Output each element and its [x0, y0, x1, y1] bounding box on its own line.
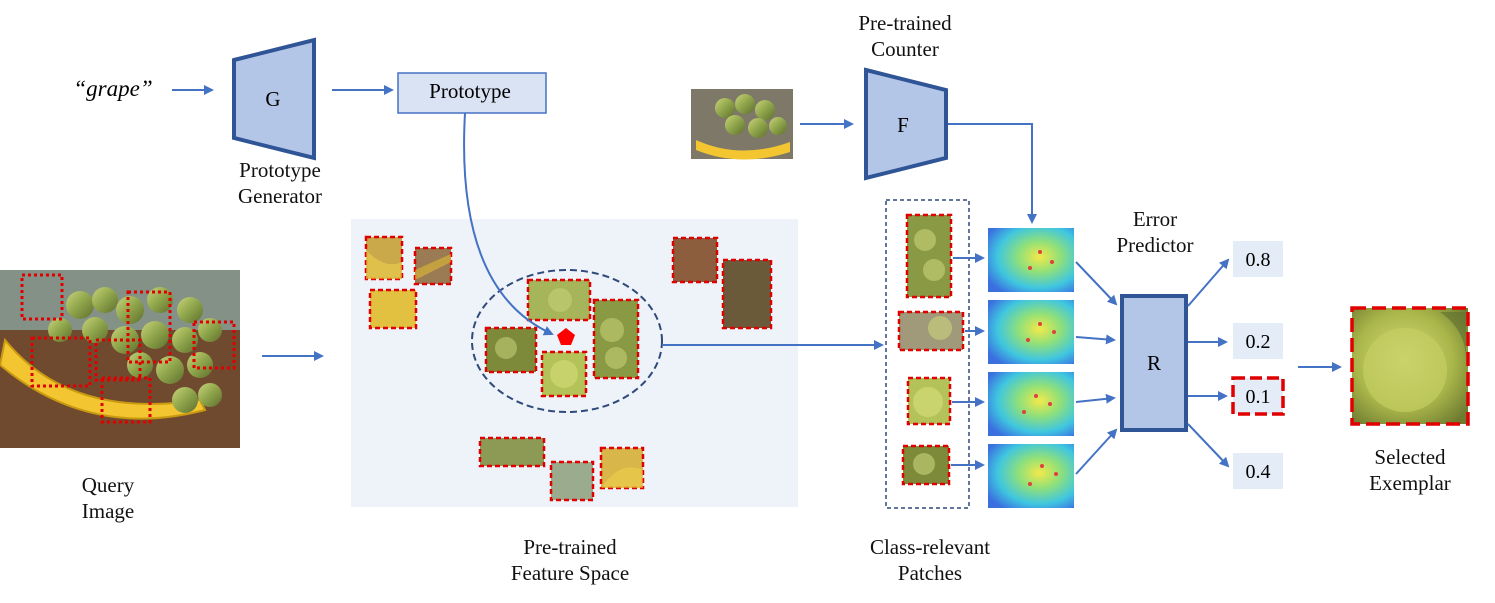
score-2: 0.2 [1246, 331, 1271, 353]
counter-input-image [691, 89, 793, 160]
feature-space-caption: Pre-trained Feature Space [490, 534, 650, 586]
score-box-2 [1233, 323, 1283, 359]
predictor-to-score-arrows [1187, 258, 1230, 468]
predictor-caption-line2: Predictor [1116, 233, 1194, 257]
counter-caption: Pre-trained Counter [835, 10, 975, 62]
class-relevant-patches [897, 213, 965, 486]
exemplar-caption-line1: Selected [1374, 445, 1446, 469]
query-caption-line2: Image [81, 499, 135, 523]
feature-space-caption-line2: Feature Space [510, 561, 630, 585]
selected-exemplar-image [1350, 306, 1470, 426]
generator-caption-line2: Generator [238, 184, 322, 208]
query-image-caption: Query Image [58, 472, 158, 524]
patches-caption-line1: Class-relevant [869, 535, 991, 559]
error-predictor-caption: Error Predictor [1100, 206, 1210, 258]
patches-caption-line2: Patches [897, 561, 963, 585]
prototype-box [397, 72, 547, 114]
score-boxes [1231, 241, 1285, 489]
query-image [0, 270, 240, 448]
prototype-marker [557, 328, 575, 345]
generator-caption: Prototype Generator [220, 157, 340, 209]
error-predictor-module [1120, 294, 1188, 432]
score-1: 0.8 [1246, 249, 1271, 271]
predictor-caption-line1: Error [1132, 207, 1178, 231]
prototype-generator-module [232, 37, 316, 161]
pretrained-counter-module [864, 67, 948, 181]
counter-caption-line2: Counter [871, 37, 939, 61]
query-word: “grape” [73, 76, 152, 101]
counter-caption-line1: Pre-trained [858, 11, 952, 35]
generator-caption-line1: Prototype [239, 158, 321, 182]
arrow-counter-to-heatmaps [948, 123, 1037, 224]
generator-symbol: G [265, 87, 280, 111]
score-4: 0.4 [1246, 461, 1271, 483]
prototype-label: Prototype [429, 79, 511, 103]
score-3: 0.1 [1246, 386, 1271, 408]
feature-space-caption-line1: Pre-trained [523, 535, 617, 559]
class-cluster-ellipse [471, 269, 663, 413]
score-box-1 [1233, 241, 1283, 277]
exemplar-caption-line2: Exemplar [1369, 471, 1451, 495]
predictor-symbol: R [1147, 351, 1161, 375]
arrow-prototype-to-feature [463, 112, 554, 336]
patches-caption: Class-relevant Patches [850, 534, 1010, 586]
density-heatmaps [988, 228, 1074, 508]
patch-texture [366, 250, 643, 488]
heatmap-to-predictor-arrows [1075, 261, 1118, 475]
patch-column-texture [913, 229, 952, 475]
patch-to-heatmap-arrows [951, 253, 985, 470]
counter-symbol: F [897, 113, 909, 137]
score-box-4 [1233, 453, 1283, 489]
score-box-3-selected [1231, 376, 1285, 416]
query-caption-line1: Query [81, 473, 135, 497]
exemplar-caption: Selected Exemplar [1350, 444, 1470, 496]
